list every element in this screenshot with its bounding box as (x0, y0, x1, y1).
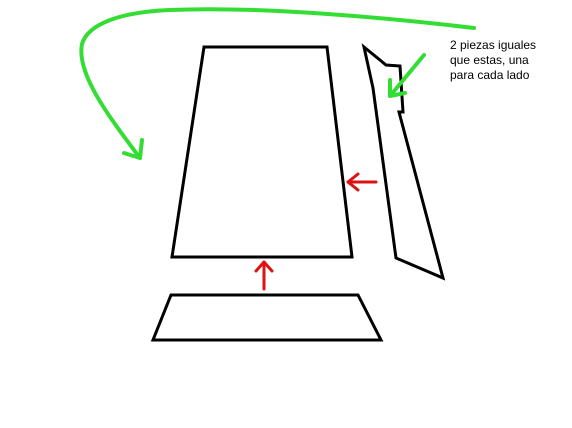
side-panel-piece (361, 43, 446, 281)
green-pointer-arrow-line (388, 53, 426, 98)
green-pointer-arrow-head (388, 78, 407, 98)
annotation-line-3: para cada lado (450, 68, 530, 82)
red-arrow-up-head (254, 260, 274, 273)
main-trapezoid-piece (170, 45, 354, 259)
green-curved-arrow-head (122, 138, 144, 160)
red-arrow-left-head (346, 172, 360, 192)
green-curved-arrow-icon (79, 7, 476, 160)
green-pointer-arrow-icon (388, 53, 426, 98)
annotation-line-2: que estas, una (450, 53, 529, 67)
annotation-line-1: 2 piezas iguales (450, 38, 536, 52)
green-curved-arrow-line (79, 7, 476, 160)
base-piece (150, 293, 384, 342)
red-arrow-left-icon (346, 172, 378, 192)
red-arrow-up-icon (254, 260, 274, 291)
